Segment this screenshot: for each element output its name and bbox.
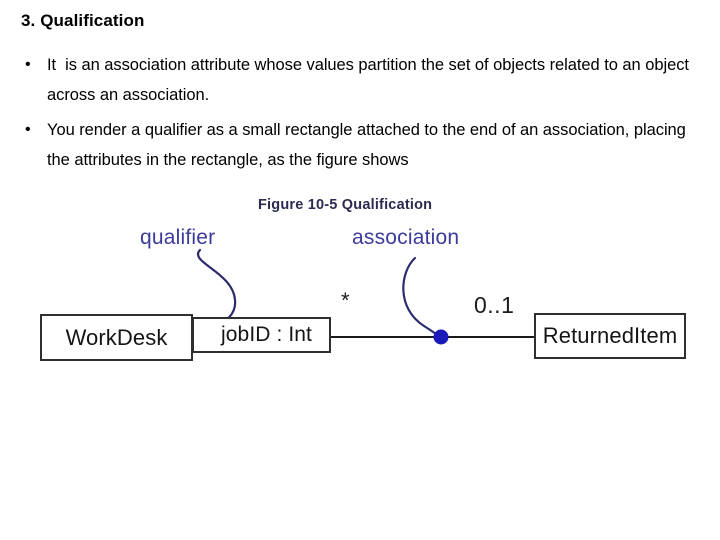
uml-class-returneditem: ReturnedItem xyxy=(534,313,686,359)
uml-qualifier-box: jobID : Int xyxy=(192,317,331,353)
multiplicity-target: 0..1 xyxy=(474,292,515,318)
callout-label-association: association xyxy=(352,226,460,249)
bullet-text: It is an association attribute whose val… xyxy=(47,56,694,104)
uml-qualifier-attribute: jobID : Int xyxy=(221,323,312,346)
bullet-marker-icon: • xyxy=(25,56,31,73)
uml-class-workdesk: WorkDesk xyxy=(40,314,193,361)
page-title: 3. Qualification xyxy=(21,11,145,30)
callout-leader-association xyxy=(402,256,441,338)
bullet-text: You render a qualifier as a small rectan… xyxy=(47,121,691,169)
list-item: • You render a qualifier as a small rect… xyxy=(21,115,711,175)
figure-caption: Figure 10-5 Qualification xyxy=(258,197,433,213)
bullet-marker-icon: • xyxy=(25,121,31,138)
multiplicity-source: * xyxy=(341,288,350,313)
list-item: • It is an association attribute whose v… xyxy=(21,50,711,110)
callout-label-qualifier: qualifier xyxy=(140,226,216,249)
uml-class-name: WorkDesk xyxy=(65,324,168,350)
uml-class-name: ReturnedItem xyxy=(542,323,678,348)
connector-dot-association xyxy=(433,329,449,345)
